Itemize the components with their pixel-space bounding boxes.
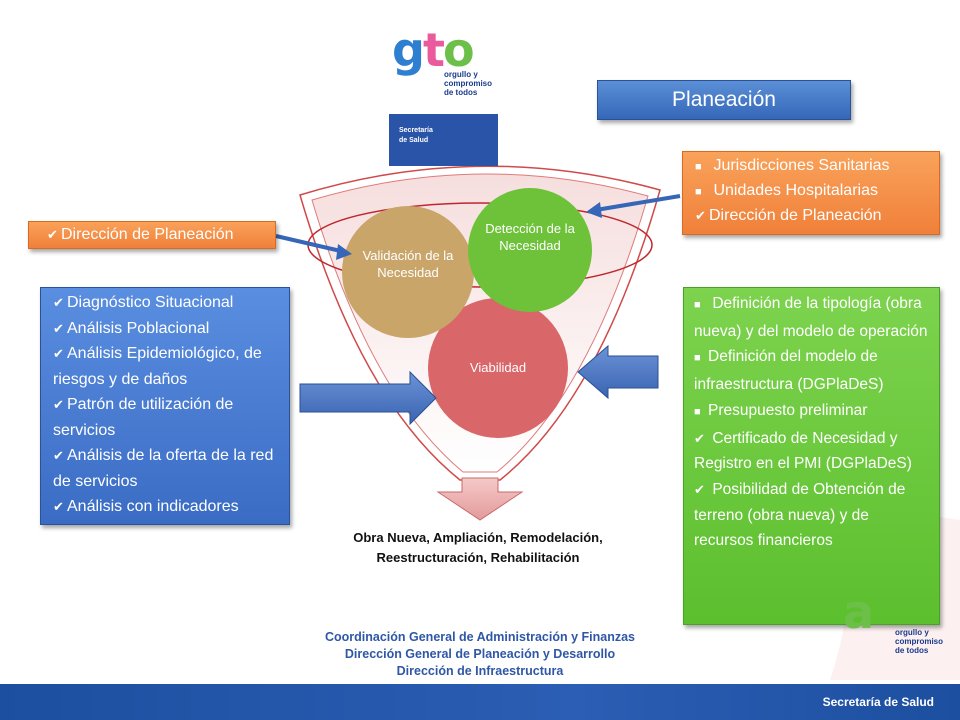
down-arrow xyxy=(436,477,524,521)
arrow-left-block xyxy=(299,370,437,426)
check-icon: ✔ xyxy=(53,448,64,463)
footer-credits: Coordinación General de Administración y… xyxy=(324,630,636,678)
list-item: ■ Unidades Hospitalarias xyxy=(695,179,933,204)
circle-label-deteccion: Detección de la Necesidad xyxy=(485,221,575,253)
list-item: ■Definición del modelo de infraestructur… xyxy=(694,348,884,394)
list-item: ■ Jurisdicciones Sanitarias xyxy=(695,154,933,179)
logo-tagline: orgullo y compromiso de todos xyxy=(444,70,493,97)
circle-label-validacion: Validación de la Necesidad xyxy=(362,248,454,280)
list-item: ✔Análisis de la oferta de la red de serv… xyxy=(53,443,283,494)
list-item: ✔Dirección de Planeación xyxy=(695,204,933,228)
check-icon: ✔ xyxy=(53,397,64,412)
arrow-right-block xyxy=(577,344,659,400)
check-icon: ✔ xyxy=(53,499,64,514)
check-icon: ✔ xyxy=(695,208,706,223)
gto-logo-bottom: a orgullo y compromiso de todos xyxy=(843,589,953,665)
list-item: ✔ Posibilidad de Obtención de terreno (o… xyxy=(694,477,931,554)
circle-viabilidad xyxy=(428,298,568,438)
square-bullet-icon: ■ xyxy=(695,161,702,173)
gto-logo: gto orgullo y compromiso de todos xyxy=(392,27,502,103)
check-icon: ✔ xyxy=(53,295,64,310)
logo-text: gto xyxy=(392,23,475,77)
check-icon: ✔ xyxy=(694,481,705,497)
square-bullet-icon: ■ xyxy=(695,186,702,198)
list-item: ✔Análisis Epidemiológico, de riesgos y d… xyxy=(53,341,283,392)
list-item: ✔Análisis con indicadores xyxy=(53,494,283,520)
check-icon: ✔ xyxy=(47,227,58,242)
square-bullet-icon: ■ xyxy=(694,352,701,365)
orange-box-right: ■ Jurisdicciones Sanitarias ■ Unidades H… xyxy=(682,151,940,235)
green-box-requisitos: ■ Definición de la tipología (obra nueva… xyxy=(683,287,940,625)
list-item: ✔Dirección de Planeación xyxy=(47,223,267,247)
square-bullet-icon: ■ xyxy=(694,299,701,311)
list-item: ✔Diagnóstico Situacional xyxy=(53,290,283,316)
blue-box-analisis: ✔Diagnóstico Situacional ✔Análisis Pobla… xyxy=(40,287,290,525)
logo-text: a xyxy=(843,585,874,639)
bottom-bar: Secretaría de Salud xyxy=(0,684,960,720)
circle-validacion xyxy=(342,206,474,338)
secretaria-badge: Secretaría de Salud xyxy=(389,114,498,166)
check-icon: ✔ xyxy=(53,346,64,361)
logo-tagline: orgullo y compromiso de todos xyxy=(895,628,944,655)
list-item: ✔Patrón de utilización de servicios xyxy=(53,392,283,443)
bottom-bar-label: Secretaría de Salud xyxy=(822,695,934,709)
circle-label-viabilidad: Viabilidad xyxy=(469,360,527,375)
circle-deteccion xyxy=(468,188,592,312)
check-icon: ✔ xyxy=(53,320,64,336)
list-item: ■Presupuesto preliminar xyxy=(694,398,931,426)
list-item: ✔ Certificado de Necesidad y Registro en… xyxy=(694,426,931,477)
arrow-orange-left xyxy=(275,234,346,254)
orange-box-left: ✔Dirección de Planeación xyxy=(28,221,276,249)
square-bullet-icon: ■ xyxy=(694,405,701,418)
check-icon: ✔ xyxy=(694,430,705,446)
planeacion-title: Planeación xyxy=(597,80,851,120)
arrow-orange-right xyxy=(595,194,681,212)
obra-tipos-label: Obra Nueva, Ampliación, Remodelación, Re… xyxy=(353,530,603,565)
list-item: ✔Análisis Poblacional xyxy=(53,316,283,342)
list-item: ■ Definición de la tipología (obra nueva… xyxy=(694,295,928,340)
